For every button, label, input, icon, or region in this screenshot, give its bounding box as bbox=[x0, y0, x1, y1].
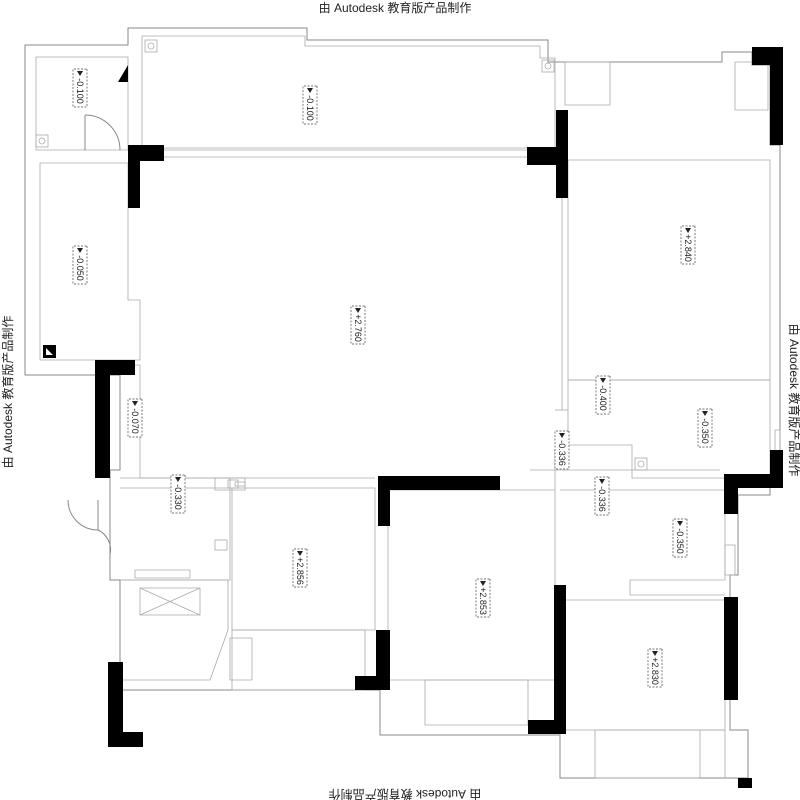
elevation-label: +2.840 bbox=[683, 234, 693, 262]
elevation-marker: -0.336 bbox=[554, 430, 570, 470]
elevation-marker: -0.100 bbox=[72, 68, 88, 108]
elevation-marker: +2.830 bbox=[647, 648, 663, 688]
elevation-tag-box bbox=[302, 85, 318, 125]
elevation-label: +2.856 bbox=[295, 557, 305, 585]
elevation-label: +2.853 bbox=[478, 587, 488, 615]
elevation-marker: -0.336 bbox=[594, 476, 610, 516]
elevation-label: -0.336 bbox=[557, 440, 567, 466]
elevation-arrow-icon bbox=[77, 248, 83, 253]
elevation-tag-box bbox=[127, 398, 143, 438]
elevation-label: +2.830 bbox=[650, 657, 660, 685]
door-swings bbox=[67, 114, 121, 556]
elevation-marker: +2.840 bbox=[680, 225, 696, 265]
elevation-marker: -0.330 bbox=[170, 474, 186, 514]
elevation-marker: +2.853 bbox=[475, 578, 491, 618]
elevation-arrow-icon bbox=[132, 401, 138, 406]
fixtures bbox=[35, 39, 648, 551]
elevation-tag-box bbox=[595, 375, 611, 415]
elevation-marker: -0.070 bbox=[127, 398, 143, 438]
elevation-marker: +2.760 bbox=[350, 305, 366, 345]
elevation-label: -0.400 bbox=[598, 385, 608, 411]
watermark-right: 由 Autodesk 教育版产品制作 bbox=[787, 324, 800, 477]
elevation-arrow-icon bbox=[652, 651, 658, 656]
elevation-tag-box bbox=[475, 578, 491, 618]
elevation-marker: -0.350 bbox=[672, 518, 688, 558]
elevation-tag-box bbox=[72, 245, 88, 285]
elevation-tag-box bbox=[594, 476, 610, 516]
elevation-tag-box bbox=[672, 518, 688, 558]
elevation-marker: -0.050 bbox=[72, 245, 88, 285]
elevation-label: -0.336 bbox=[597, 486, 607, 512]
elevation-arrow-icon bbox=[355, 308, 361, 313]
elevation-arrow-icon bbox=[77, 71, 83, 76]
elevation-arrow-icon bbox=[559, 433, 565, 438]
elevation-arrow-icon bbox=[307, 88, 313, 93]
structural-walls bbox=[43, 47, 783, 788]
watermark-left: 由 Autodesk 教育版产品制作 bbox=[0, 316, 15, 469]
elevation-tag-box bbox=[554, 430, 570, 470]
elevation-tag-box bbox=[350, 305, 366, 345]
elevation-arrow-icon bbox=[677, 521, 683, 526]
elevation-arrow-icon bbox=[599, 479, 605, 484]
elevation-label: -0.050 bbox=[75, 255, 85, 281]
watermark-bottom: 由 Autodesk 教育版产品制作 bbox=[329, 787, 482, 800]
elevation-label: -0.070 bbox=[130, 408, 140, 434]
elevation-marker: +2.856 bbox=[292, 548, 308, 588]
elevation-marker: -0.350 bbox=[697, 408, 713, 448]
elevation-label: -0.100 bbox=[305, 95, 315, 121]
elevation-tag-box bbox=[680, 225, 696, 265]
elevation-tag-box bbox=[292, 548, 308, 588]
elevation-arrow-icon bbox=[600, 378, 606, 383]
watermark-top: 由 Autodesk 教育版产品制作 bbox=[319, 0, 472, 15]
elevation-marker: -0.100 bbox=[302, 85, 318, 125]
elevation-markers: -0.100 -0.100 -0.050 +2.760 +2.840 -0.070 -0.4… bbox=[72, 68, 713, 688]
elevation-label: -0.350 bbox=[675, 528, 685, 554]
elevation-label: -0.330 bbox=[173, 484, 183, 510]
elevation-label: -0.100 bbox=[75, 78, 85, 104]
elevation-tag-box bbox=[170, 474, 186, 514]
elevation-arrow-icon bbox=[297, 551, 303, 556]
elevation-arrow-icon bbox=[685, 228, 691, 233]
elevation-arrow-icon bbox=[480, 581, 486, 586]
elevation-label: +2.760 bbox=[353, 314, 363, 342]
elevation-tag-box bbox=[647, 648, 663, 688]
elevation-arrow-icon bbox=[175, 477, 181, 482]
elevation-arrow-icon bbox=[702, 411, 708, 416]
elevation-label: -0.350 bbox=[700, 418, 710, 444]
elevation-marker: -0.400 bbox=[595, 375, 611, 415]
elevation-tag-box bbox=[72, 68, 88, 108]
elevation-tag-box bbox=[697, 408, 713, 448]
